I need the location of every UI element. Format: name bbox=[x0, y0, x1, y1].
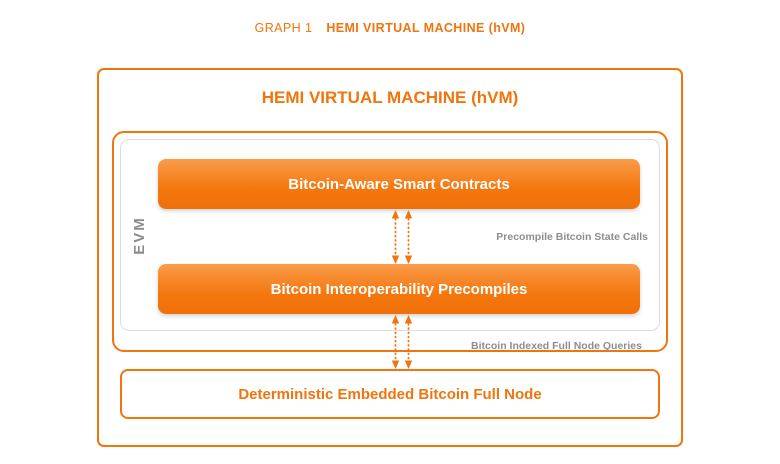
state-calls-annotation: Precompile Bitcoin State Calls bbox=[496, 231, 648, 243]
figure-caption-prefix: GRAPH 1 bbox=[254, 21, 313, 35]
hvm-title: HEMI VIRTUAL MACHINE (hVM) bbox=[261, 88, 519, 107]
evm-container-box: EVM Bitcoin-Aware Smart Contracts bbox=[112, 131, 668, 352]
full-node-box: Deterministic Embedded Bitcoin Full Node bbox=[120, 369, 660, 419]
evm-label: EVM bbox=[130, 215, 148, 255]
evm-inner-panel: EVM Bitcoin-Aware Smart Contracts bbox=[120, 139, 660, 331]
node-queries-annotation: Bitcoin Indexed Full Node Queries bbox=[471, 340, 642, 352]
double-dotted-arrow-icon bbox=[391, 210, 413, 264]
figure-caption-title: HEMI VIRTUAL MACHINE (hVM) bbox=[326, 21, 526, 35]
full-node-label: Deterministic Embedded Bitcoin Full Node bbox=[238, 385, 542, 403]
figure-caption: GRAPH 1 HEMI VIRTUAL MACHINE (hVM) bbox=[0, 21, 780, 35]
hvm-outer-box: HEMI VIRTUAL MACHINE (hVM) EVM Bitcoin-A… bbox=[97, 68, 683, 447]
smart-contracts-label: Bitcoin-Aware Smart Contracts bbox=[288, 175, 510, 193]
smart-contracts-box: Bitcoin-Aware Smart Contracts bbox=[158, 159, 640, 209]
evm-label-strip: EVM bbox=[121, 140, 157, 330]
precompiles-label: Bitcoin Interoperability Precompiles bbox=[270, 280, 528, 298]
precompiles-box: Bitcoin Interoperability Precompiles bbox=[158, 264, 640, 314]
double-dotted-arrow-icon bbox=[391, 315, 413, 369]
